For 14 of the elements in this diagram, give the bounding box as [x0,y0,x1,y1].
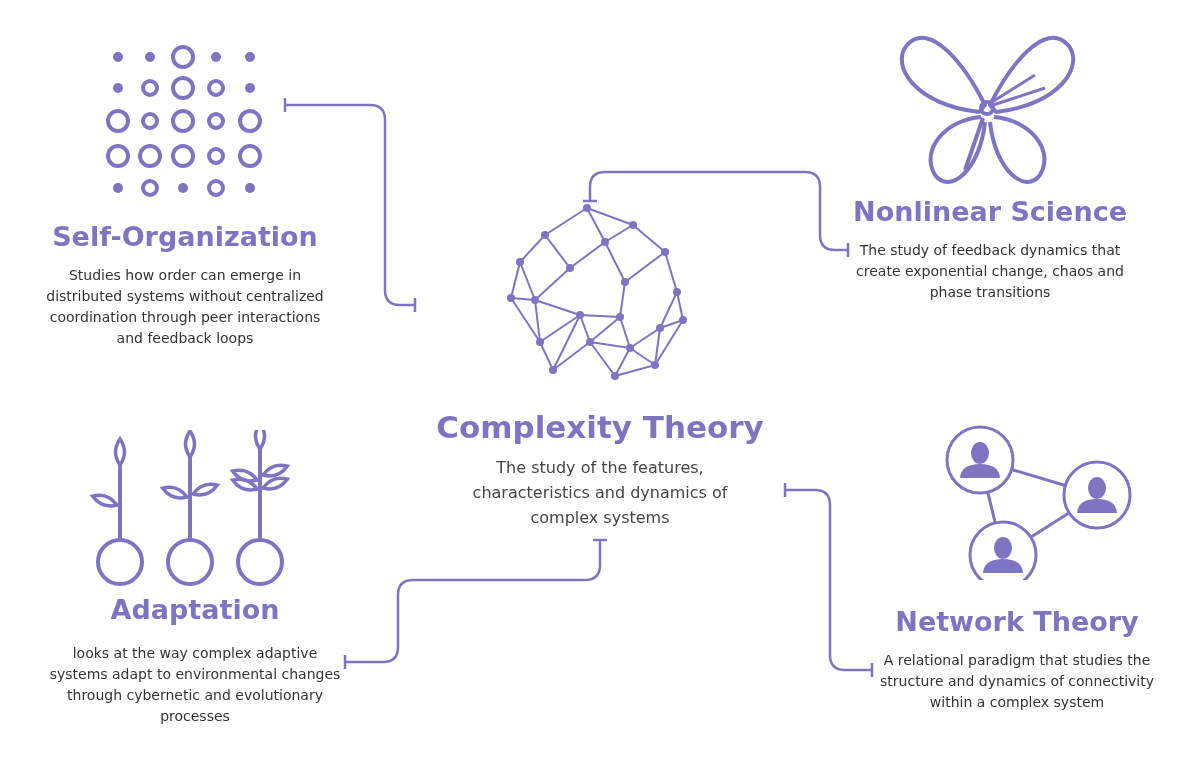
description: A relational paradigm that studies the structure and dynamics of connectivity within a complex system [879,651,1155,712]
connector-line [783,481,874,679]
heading: Network Theory [894,605,1140,639]
connector-line [283,96,417,314]
heading: Nonlinear Science [852,195,1128,229]
description: looks at the way complex adaptive systems adapt to environmental changes through cybernetic and evolutionary processes [48,644,342,726]
heading: Complexity Theory [435,408,765,447]
description: Studies how order can emerge in distributed systems without centralized coordination through peer interactions and feedback loops [45,266,325,348]
heading: Self-Organization [51,220,319,254]
heading: Adaptation [109,593,281,627]
connector-line [343,538,609,671]
description: The study of feedback dynamics that create exponential change, chaos and phase transitions [855,241,1125,302]
connector-line [581,170,850,259]
description: The study of the features, characteristics and dynamics of complex systems [471,457,729,529]
